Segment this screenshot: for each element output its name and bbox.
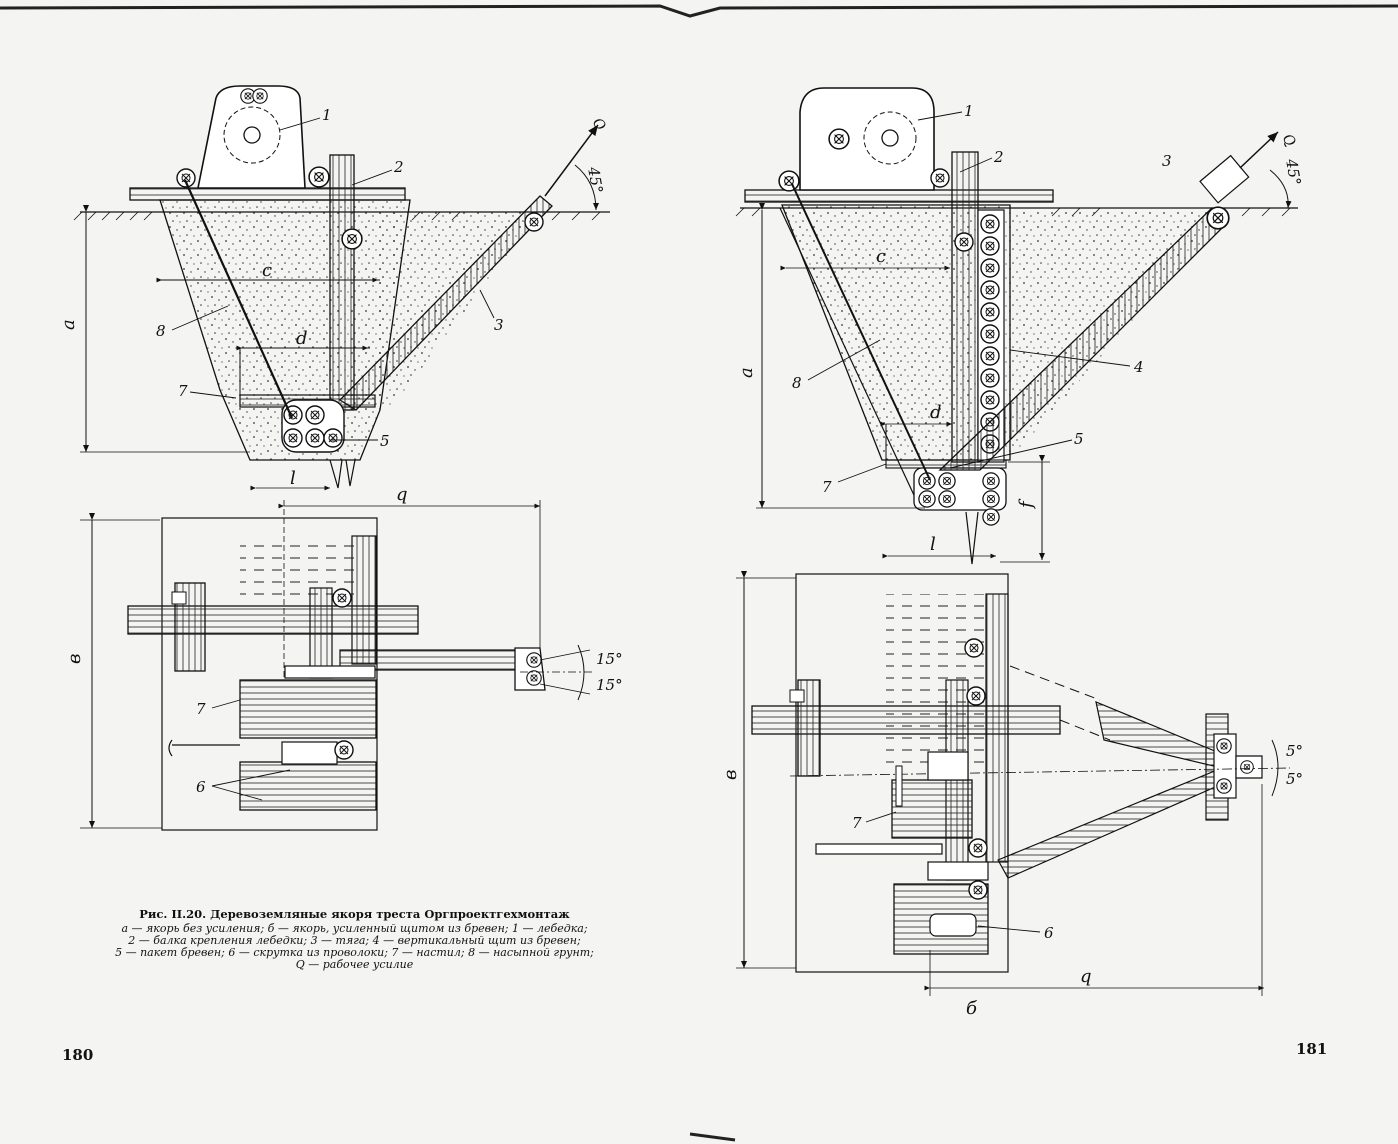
dim-f-right: f: [1016, 498, 1037, 510]
label-8: 8: [156, 322, 166, 340]
label-5: 5: [380, 432, 390, 450]
dim-a-right: a: [736, 367, 757, 378]
angle-5-up: 5°: [1286, 742, 1303, 760]
dim-l: l: [290, 468, 296, 489]
label-7-right-plan: 7: [852, 814, 862, 832]
dim-q-left: q: [396, 484, 408, 505]
dim-a: a: [58, 319, 79, 330]
dim-l-right: l: [930, 534, 936, 555]
legend-line: Q — рабочее усилие: [295, 958, 414, 971]
angle-45-right: 45°: [1282, 157, 1305, 187]
angle-15-down: 15°: [596, 676, 623, 694]
dim-v-right: в: [720, 770, 741, 780]
label-3-right: 3: [1162, 152, 1172, 170]
label-1: 1: [322, 106, 332, 124]
right-anchor-plan: в 7 6 q б 5° 5°: [720, 571, 1303, 1019]
dim-v-left: в: [64, 654, 85, 664]
bottom-edge-mark: [689, 1132, 736, 1142]
angle-15-up: 15°: [596, 650, 623, 668]
dim-q-right: q: [1080, 966, 1092, 987]
caption-title: Рис. II.20. Деревоземляные якоря треста …: [139, 907, 570, 921]
dim-d: d: [296, 328, 308, 349]
label-8-right: 8: [792, 374, 802, 392]
legend-line: 5 — пакет бревен; 6 — скрутка из проволо…: [115, 946, 594, 959]
dim-c-right: c: [876, 246, 886, 267]
dim-c: c: [262, 260, 272, 281]
label-2: 2: [393, 158, 404, 176]
label-6-right-plan: 6: [1044, 924, 1054, 942]
dim-d-right: d: [930, 402, 942, 423]
force-q: Q: [589, 115, 609, 134]
label-3: 3: [494, 316, 504, 334]
force-q-right: Q: [1279, 131, 1299, 150]
angle-45: 45°: [584, 165, 607, 195]
label-7-plan: 7: [196, 700, 206, 718]
page-number-right: 181: [1296, 1040, 1328, 1058]
angle-5-down: 5°: [1286, 770, 1303, 788]
top-edge-shadow: [0, 4, 1398, 18]
right-anchor-section: 1 2 3 4 5 7 8 a c d l f Q 45°: [735, 87, 1305, 565]
label-1-right: 1: [964, 102, 974, 120]
legend-line: а — якорь без усиления; б — якорь, усиле…: [121, 922, 588, 935]
caption-legend: а — якорь без усиления; б — якорь, усиле…: [62, 923, 647, 971]
label-2-right: 2: [993, 148, 1004, 166]
subfigure-b: б: [966, 998, 978, 1019]
left-anchor-section: 1 2 3 5 7 8 a c d l Q 45°: [58, 85, 610, 491]
label-7: 7: [178, 382, 188, 400]
label-5-right: 5: [1074, 430, 1084, 448]
label-4-right: 4: [1133, 358, 1144, 376]
label-7-right: 7: [822, 478, 832, 496]
legend-line: 2 — балка крепления лебедки; 3 — тяга; 4…: [128, 934, 581, 947]
label-6-plan: 6: [196, 778, 206, 796]
left-anchor-plan: в q 7 6 15° 15°: [64, 484, 623, 831]
page-number-left: 180: [62, 1046, 94, 1064]
figure-caption: Рис. II.20. Деревоземляные якоря треста …: [62, 908, 647, 971]
